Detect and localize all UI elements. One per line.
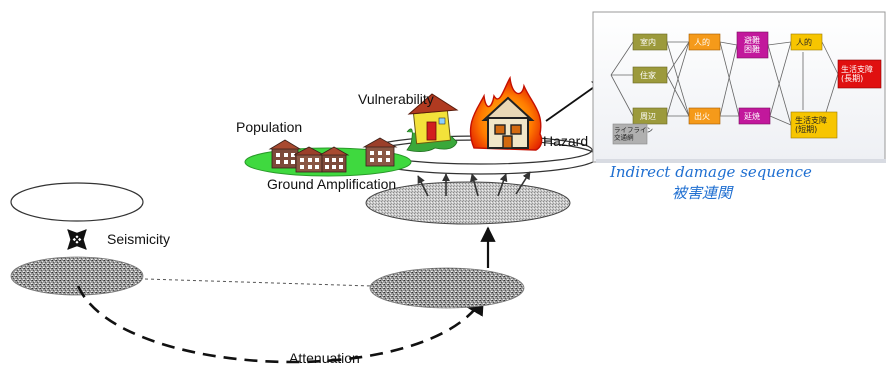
node-lifeline-label: ライフライン交通網 — [614, 126, 653, 141]
node-seikatsu-choki-label: 生活支障(長期) — [841, 64, 873, 83]
node-jinteki2-label: 人的 — [796, 37, 812, 47]
node-shuhen-label: 周辺 — [640, 112, 656, 121]
node-hinan-box — [736, 31, 769, 59]
node-seikatsu-choki-box — [837, 59, 882, 89]
node-shuhen-box — [632, 107, 668, 125]
node-lifeline-box — [612, 123, 648, 145]
seismicity-cross-arrows-icon — [67, 229, 87, 250]
inset-caption-en: Indirect damage sequence — [610, 163, 812, 181]
inset-caption-ja: 被害連関 — [672, 184, 733, 202]
seismicity-white-ellipse — [10, 182, 144, 222]
vulnerability-label: Vulnerability — [358, 91, 434, 107]
damaged-house-icon — [406, 93, 459, 152]
node-jinteki2-box — [790, 33, 823, 51]
amplification-arrows — [417, 171, 531, 197]
population-label: Population — [236, 119, 303, 135]
node-shukka-box — [688, 107, 721, 125]
bedrock-site-ellipse — [369, 267, 525, 309]
node-juka-label: 住家 — [640, 70, 656, 80]
node-shukka-label: 出火 — [694, 111, 710, 121]
node-jinteki1-label: 人的 — [694, 37, 710, 47]
attenuation-curve — [76, 285, 485, 364]
surface-layer-ellipse — [365, 181, 571, 225]
source-zone-ellipse — [10, 256, 144, 296]
dotted-connector — [144, 278, 373, 287]
population-houses-icon — [268, 137, 398, 173]
attenuation-label: Attenuation — [289, 350, 360, 366]
node-hinan-label: 避難困難 — [744, 35, 760, 54]
node-seikatsu-tanki-box — [790, 111, 838, 139]
ground-amplification-label: Ground Amplification — [267, 176, 397, 192]
node-juka-box — [632, 66, 668, 84]
seismicity-label: Seismicity — [107, 231, 171, 247]
node-shitsunai-box — [632, 33, 668, 51]
node-seikatsu-tanki-label: 生活支障(短期) — [795, 115, 827, 134]
hazard-label: Hazard — [543, 133, 589, 149]
burning-house-icon — [469, 75, 543, 151]
node-shitsunai-label: 室内 — [640, 37, 656, 47]
node-enshou-box — [738, 107, 771, 125]
inset-panel: 室内 住家 周辺 人的 出火 延焼 避難困難 人的 生活支障(短期) ライフライ… — [592, 11, 886, 163]
node-enshou-label: 延焼 — [744, 111, 760, 121]
node-jinteki1-box — [688, 33, 721, 51]
